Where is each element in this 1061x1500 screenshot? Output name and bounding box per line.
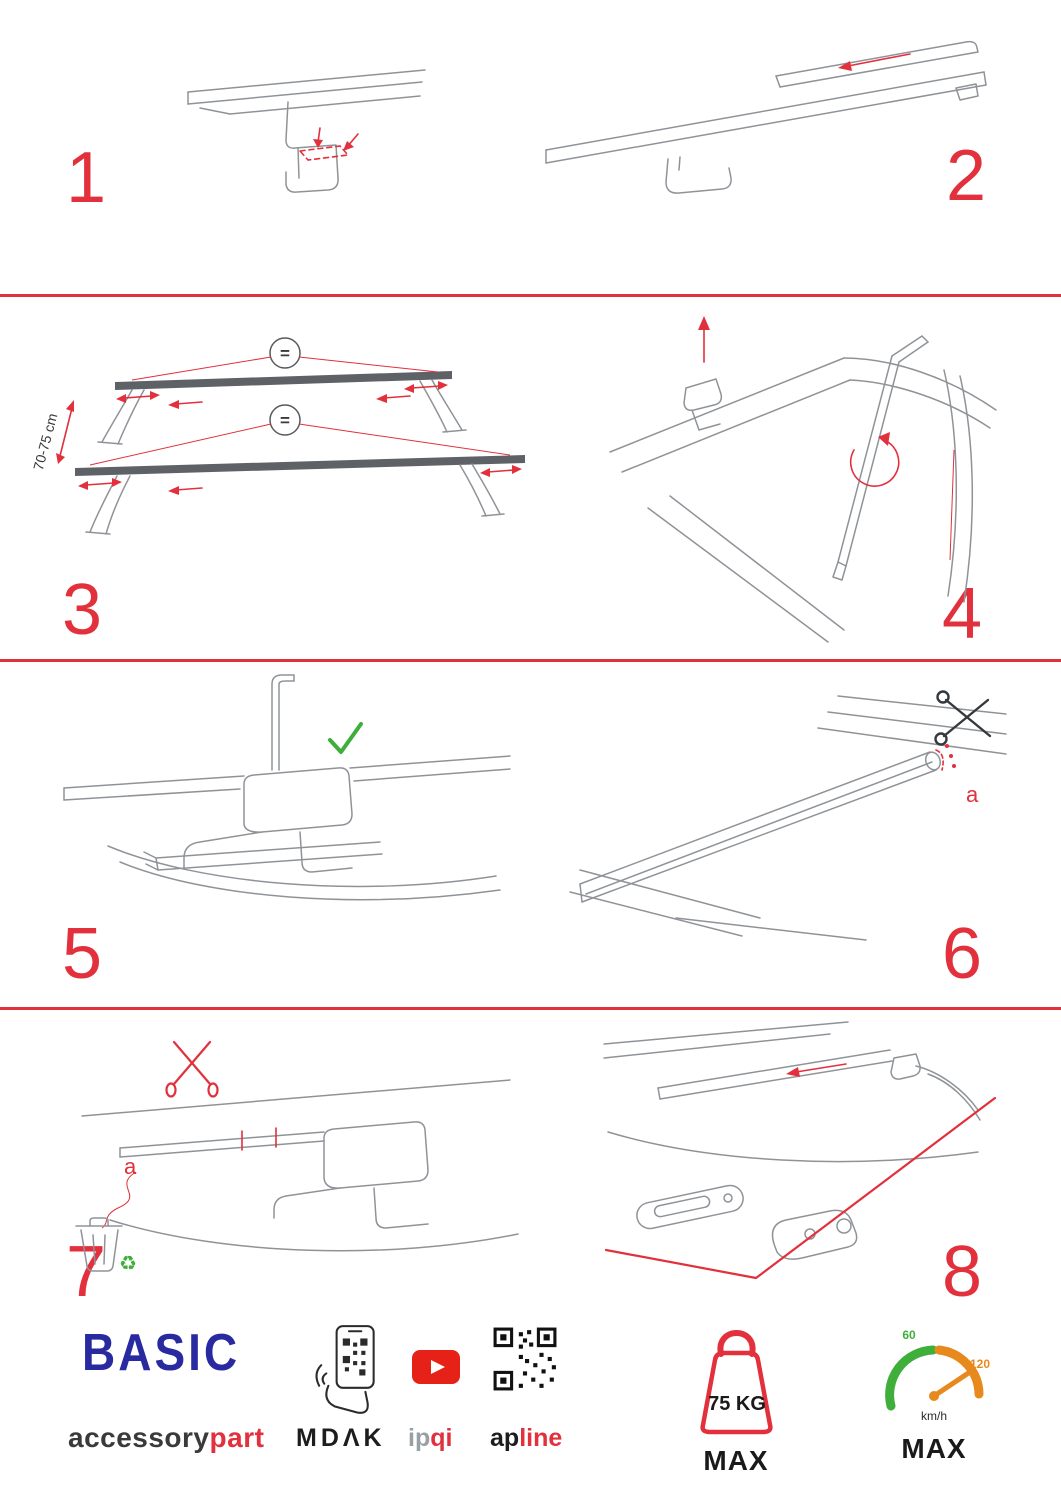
clamp-bracket [665, 156, 732, 194]
door-frame-lines [187, 69, 426, 115]
slide-arrows [168, 394, 411, 495]
partner-ipqi-red: qi [430, 1424, 453, 1452]
weight-icon: 75 KG [699, 1330, 773, 1435]
step-5-number: 5 [62, 914, 103, 994]
brand-logo-red: part [209, 1422, 265, 1453]
crossbar-front [115, 371, 452, 390]
max-load-label: MAX [703, 1445, 769, 1476]
roof-lines [603, 1021, 981, 1163]
max-load-badge: 75 KG MAX [680, 1318, 792, 1477]
section-divider [0, 294, 1061, 297]
roof-bar [579, 751, 942, 903]
partner-apline-logo: apline [490, 1424, 562, 1453]
clamp-bracket [273, 1121, 429, 1229]
alignment-guide-line [604, 1096, 997, 1280]
step-3-number: 3 [62, 570, 103, 650]
step-3-illustration: = = [20, 308, 550, 573]
max-load-value: 75 KG [708, 1393, 766, 1415]
step-2-illustration [528, 22, 1008, 217]
partner-mdak-logo: MDΛK [296, 1424, 386, 1452]
speed-low-value: 60 [902, 1328, 916, 1342]
partner-apline-black: ap [490, 1424, 520, 1452]
bar-distance: 70-75 cm [30, 400, 74, 472]
channel-highlight [949, 449, 955, 561]
step-6-illustration: a [546, 678, 1011, 948]
roof-lines [569, 695, 1007, 941]
trash-bin-icon [75, 1217, 123, 1272]
slide-arrow [838, 53, 911, 71]
cut-marks [935, 744, 956, 771]
part-label-a: a [966, 782, 979, 807]
allen-key [832, 335, 929, 581]
step-8-number: 8 [942, 1232, 983, 1312]
scissors-icon-red [165, 1040, 219, 1098]
max-speed-badge: 60 120 km/h MAX [874, 1326, 994, 1465]
qr-code-icon [492, 1326, 558, 1392]
section-divider [0, 659, 1061, 662]
crossbar [545, 71, 987, 164]
step-7-number: 7 [66, 1232, 107, 1312]
step-7-illustration: a ♻ [24, 1020, 534, 1275]
speed-high-value: 120 [969, 1357, 989, 1371]
roof-lines [609, 357, 997, 643]
clamp-bracket [285, 101, 339, 193]
cover-strip [119, 1131, 325, 1158]
crossbar-rear [75, 455, 525, 476]
step-4-illustration [592, 300, 1012, 650]
foot-pad [636, 1184, 744, 1230]
partner-ipqi-logo: ipqi [408, 1424, 452, 1453]
step-2-number: 2 [946, 136, 987, 216]
youtube-icon [412, 1350, 460, 1384]
scissors-icon [934, 690, 992, 746]
step-1-number: 1 [66, 138, 107, 218]
speed-unit: km/h [920, 1409, 946, 1423]
section-divider [0, 1007, 1061, 1010]
discard-thread [101, 1171, 137, 1229]
product-line-name: BASIC [82, 1323, 241, 1382]
brand-logo: accessorypart [68, 1422, 264, 1454]
rotate-arrow [849, 432, 900, 487]
partner-ipqi-gray: ip [408, 1424, 431, 1452]
roof-lines [81, 1079, 519, 1252]
checkmark-icon [328, 722, 363, 754]
brand-logo-black: accessory [68, 1422, 210, 1453]
phone-qr-icon [314, 1322, 386, 1414]
speedometer-icon: 60 120 km/h [884, 1328, 990, 1423]
part-label-a: a [124, 1154, 137, 1179]
step-5-illustration [48, 666, 528, 941]
partner-apline-red: line [519, 1424, 563, 1452]
max-speed-label: MAX [901, 1433, 967, 1464]
clamp-bracket [890, 1053, 921, 1080]
clamp-bracket [143, 767, 383, 873]
step-1-illustration [170, 52, 440, 237]
mounting-feet [85, 379, 505, 535]
recycle-icon: ♻ [119, 1251, 137, 1275]
step-6-number: 6 [942, 914, 983, 994]
slide-arrow [786, 1063, 847, 1077]
equal-symbol: = [280, 344, 290, 363]
cover-strip [775, 40, 979, 88]
insert-arrow [698, 316, 710, 363]
locking-pin [271, 674, 295, 771]
step-8-illustration [548, 1012, 1013, 1312]
end-cap [955, 83, 979, 101]
roof-lines [63, 755, 511, 901]
rubber-pad-highlight [298, 127, 359, 161]
overhang-arrows [78, 381, 522, 490]
equal-symbol: = [280, 411, 290, 430]
bar-distance-label: 70-75 cm [30, 411, 61, 472]
equal-spacing-indicator: = = [89, 337, 511, 466]
clamp-bracket [683, 378, 723, 431]
